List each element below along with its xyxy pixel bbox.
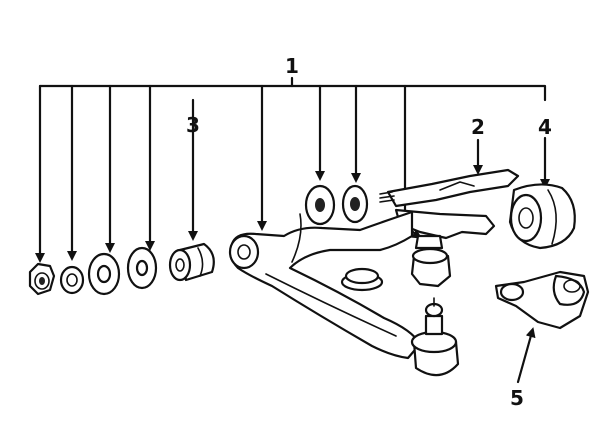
lower-ball-joint-part — [410, 297, 460, 377]
bushing-part — [168, 242, 215, 282]
callout-2-label: 2 — [471, 115, 485, 139]
large-washer-part — [87, 252, 121, 296]
large-bushing-part — [508, 183, 576, 250]
callout-3-label: 3 — [186, 113, 200, 137]
stabilizer-bracket-part — [494, 270, 590, 330]
strut-rod-part — [379, 168, 520, 240]
callout-4-label: 4 — [538, 115, 552, 139]
callout-1-label: 1 — [285, 54, 299, 78]
small-washer-part — [59, 265, 85, 295]
bumper-part — [340, 267, 384, 292]
upper-washer-right-part — [341, 184, 369, 224]
nut-part — [28, 262, 56, 296]
cushion-washer-part — [126, 246, 158, 290]
callout-5-label: 5 — [510, 386, 524, 410]
upper-washer-left-part — [304, 184, 336, 226]
lower-control-arm-part — [228, 210, 422, 360]
callout-5-leader — [516, 327, 536, 384]
callout-1-leaders — [35, 76, 547, 263]
ball-joint-part — [410, 234, 452, 288]
